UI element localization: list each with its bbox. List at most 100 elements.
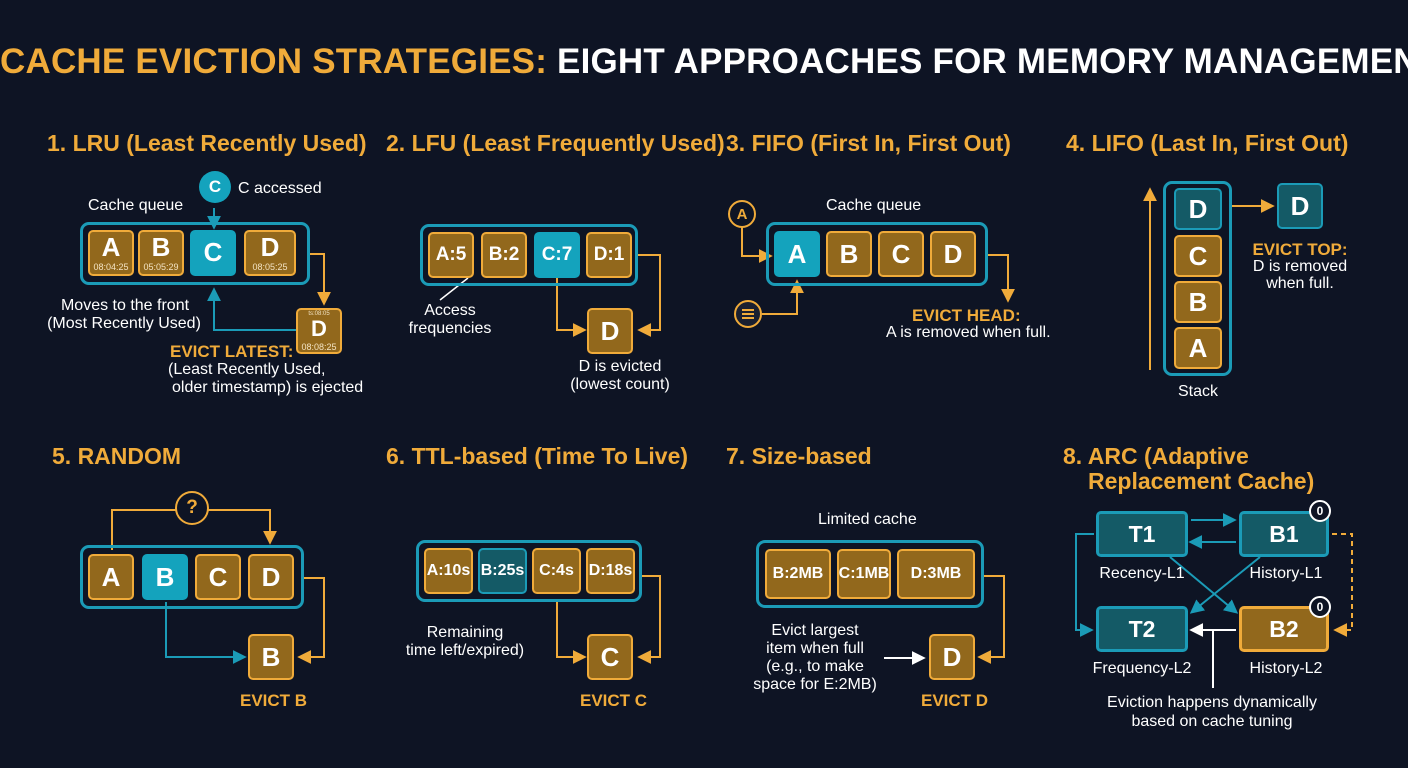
lru-evict-line1: (Least Recently Used, xyxy=(168,361,326,378)
lifo-stack-label: Stack xyxy=(1177,383,1218,400)
lfu-evict-arrow xyxy=(637,254,661,337)
random-heading: 5. RANDOM xyxy=(52,443,182,469)
arc-b2-label: History-L2 xyxy=(1249,660,1323,677)
ttl-remaining-line2: time left/expired) xyxy=(405,642,525,659)
lfu-cache xyxy=(420,224,638,286)
ttl-item: D:18s xyxy=(586,548,635,594)
fifo-head-arrow xyxy=(762,279,804,315)
ttl-evict-arrow xyxy=(637,575,661,664)
lru-move-front-arrow xyxy=(207,287,296,331)
ttl-heading: 6. TTL-based (Time To Live) xyxy=(386,443,689,469)
arc-heading-line2: Replacement Cache) xyxy=(1088,468,1315,494)
lru-accessed-label: C accessed xyxy=(238,180,322,197)
size-note-line3: (e.g., to make xyxy=(766,658,864,675)
size-evicted-item: D xyxy=(929,634,975,680)
fifo-evict-arrow xyxy=(988,254,1015,303)
random-question-icon: ? xyxy=(175,491,209,525)
arc-heading-line1: 8. ARC (Adaptive xyxy=(1063,443,1249,469)
size-evict-label: EVICT D xyxy=(921,691,989,710)
size-item-largest: D:3MB xyxy=(897,549,975,599)
size-item: C:1MB xyxy=(837,549,891,599)
arc-t1-label: Recency-L1 xyxy=(1099,565,1185,582)
lifo-evict-line1: D is removed xyxy=(1252,258,1348,275)
lifo-stack-item: C xyxy=(1174,235,1222,277)
page-title: CACHE EVICTION STRATEGIES: EIGHT APPROAC… xyxy=(0,42,1408,82)
random-cache xyxy=(80,545,304,609)
random-item: C xyxy=(195,554,241,600)
random-evicted-item: B xyxy=(248,634,294,680)
lru-accessed-badge: C xyxy=(199,171,231,203)
fifo-item: C xyxy=(878,231,924,277)
lfu-item: D:1 xyxy=(586,232,632,278)
lru-queue-label: Cache queue xyxy=(88,197,184,214)
random-item: A xyxy=(88,554,134,600)
size-cache xyxy=(756,540,984,608)
title-part2: EIGHT APPROACHES FOR MEMORY MANAGEMENT xyxy=(557,42,1408,81)
fifo-evict-title: EVICT HEAD: xyxy=(912,306,1021,325)
lru-moves-line1: Moves to the front xyxy=(60,297,190,314)
lfu-access-line2: frequencies xyxy=(408,320,492,337)
arc-note-line2: based on cache tuning xyxy=(1131,713,1293,730)
ttl-item: C:4s xyxy=(532,548,581,594)
fifo-heading: 3. FIFO (First In, First Out) xyxy=(726,130,1011,156)
lfu-result-line1: D is evicted xyxy=(578,358,662,375)
lfu-result-line2: (lowest count) xyxy=(570,376,670,393)
fifo-item: D xyxy=(930,231,976,277)
fifo-evict-text: A is removed when full. xyxy=(886,324,1051,341)
fifo-queue-label: Cache queue xyxy=(826,197,922,214)
size-cache-label: Limited cache xyxy=(818,511,917,528)
size-item: B:2MB xyxy=(765,549,831,599)
lfu-item-highlight: C:7 xyxy=(534,232,580,278)
ttl-cache xyxy=(416,540,642,602)
lru-heading: 1. LRU (Least Recently Used) xyxy=(47,130,367,156)
size-note-line2: item when full xyxy=(766,640,864,657)
lru-cache-queue xyxy=(80,222,310,285)
fifo-incoming-item: A xyxy=(728,200,756,228)
ttl-remaining-line1: Remaining xyxy=(426,624,504,641)
lifo-evict-line2: when full. xyxy=(1266,275,1334,292)
arc-t2-box: T2 xyxy=(1096,606,1188,652)
lfu-access-line1: Access xyxy=(424,302,476,319)
random-evict-label: EVICT B xyxy=(240,691,308,710)
lfu-item: A:5 xyxy=(428,232,474,278)
ttl-evicted-item: C xyxy=(587,634,633,680)
lifo-heading: 4. LIFO (Last In, First Out) xyxy=(1066,130,1349,156)
fifo-item: B xyxy=(826,231,872,277)
random-item-selected: B xyxy=(142,554,188,600)
lru-item-accessed: C xyxy=(190,230,236,276)
lru-evict-line2: older timestamp) is ejected xyxy=(172,379,364,396)
lfu-heading: 2. LFU (Least Frequently Used) xyxy=(386,130,725,156)
size-heading: 7. Size-based xyxy=(726,443,872,469)
fifo-cache-queue xyxy=(766,222,988,286)
size-note-line1: Evict largest xyxy=(771,622,859,639)
lifo-evicted-item: D xyxy=(1277,183,1323,229)
title-part1: CACHE EVICTION STRATEGIES: xyxy=(0,42,548,81)
ttl-expired-arrow xyxy=(556,601,587,664)
lru-evict-title: EVICT LATEST: xyxy=(170,342,294,361)
ttl-item-highlight: B:25s xyxy=(478,548,527,594)
arc-t1-box: T1 xyxy=(1096,511,1188,557)
size-note-line4: space for E:2MB) xyxy=(753,676,877,693)
arc-b1-label: History-L1 xyxy=(1249,565,1323,582)
lru-moves-line2: (Most Recently Used) xyxy=(47,315,201,332)
lifo-stack xyxy=(1163,181,1232,376)
lifo-evict-title: EVICT TOP: xyxy=(1252,240,1348,259)
random-selected-arrow xyxy=(165,602,247,664)
fifo-head-pointer-icon xyxy=(734,300,762,328)
lfu-evicted-item: D xyxy=(587,308,633,354)
lru-evict-arrow xyxy=(310,253,331,306)
lifo-stack-item: A xyxy=(1174,327,1222,369)
fifo-item-head: A xyxy=(774,231,820,277)
arc-b2-badge: 0 xyxy=(1309,596,1331,618)
lifo-stack-item: B xyxy=(1174,281,1222,323)
arc-b1-badge: 0 xyxy=(1309,500,1331,522)
ttl-evict-label: EVICT C xyxy=(580,691,648,710)
arc-note-line1: Eviction happens dynamically xyxy=(1107,694,1317,711)
random-item: D xyxy=(248,554,294,600)
ttl-item: A:10s xyxy=(424,548,473,594)
